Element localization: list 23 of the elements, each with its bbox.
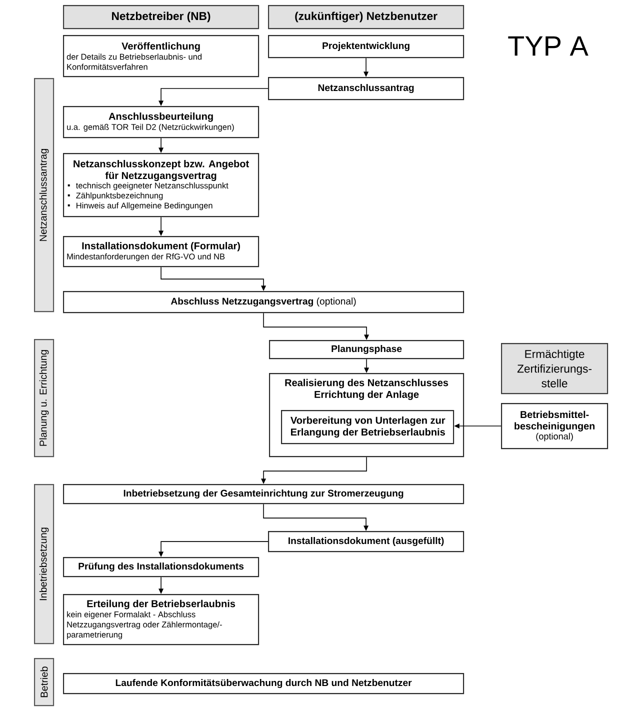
- process-box: Planungsphase: [269, 340, 464, 360]
- process-box: Installationsdokument (ausgefüllt): [268, 531, 464, 552]
- process-box: Netzanschlusskonzept bzw. Angebot für Netzzugangsvertrag technisch geeigneter Netzanschlusspunkt Zählpunktsbezeichnung Hinweis auf Allgemeine Bedingungen: [63, 153, 260, 218]
- process-box: Betriebsmittel- bescheinigungen (optional): [501, 403, 608, 450]
- process-box: Inbetriebsetzung der Gesamteinrichtung zur Stromerzeugung: [63, 484, 464, 504]
- process-box: Prüfung des Installationsdokuments: [63, 557, 260, 578]
- phase-band: Inbetriebsetzung: [34, 484, 54, 644]
- column-header: (zukünftiger) Netzbenutzer: [268, 5, 464, 30]
- phase-band: Planung u. Errichtung: [34, 339, 54, 458]
- title: TYP A: [508, 36, 588, 56]
- process-box: Projektentwicklung: [268, 35, 464, 58]
- phase-band: Betrieb: [34, 658, 54, 706]
- phase-band: Netzanschlussantrag: [34, 78, 54, 312]
- process-box: Netzanschlussantrag: [268, 77, 464, 100]
- column-header: Netzbetreiber (NB): [63, 5, 260, 30]
- process-box: Installationsdokument (Formular) Mindestanforderungen der RfG-VO und NB: [63, 236, 260, 268]
- process-box: Laufende Konformitätsüberwachung durch NB und Netzbenutzer: [63, 673, 464, 694]
- process-box: Vorbereitung von Unterlagen zur Erlangung der Betriebserlaubnis: [281, 410, 454, 444]
- process-box: Veröffentlichung der Details zu Betriebserlaubnis- und Konformitätsverfahren: [63, 35, 260, 78]
- process-box: Anschlussbeurteilung u.a. gemäß TOR Teil D2 (Netzrückwirkungen): [63, 106, 260, 138]
- process-box: Erteilung der Betriebserlaubnis kein eigener Formalakt - Abschluss Netzzugangsvertrag oder Zählermontage/- parametrierung: [63, 594, 260, 646]
- role-header: Ermächtigte Zertifizierungs- stelle: [501, 343, 608, 394]
- process-box: Abschluss Netzzugangsvertrag (optional): [63, 291, 464, 314]
